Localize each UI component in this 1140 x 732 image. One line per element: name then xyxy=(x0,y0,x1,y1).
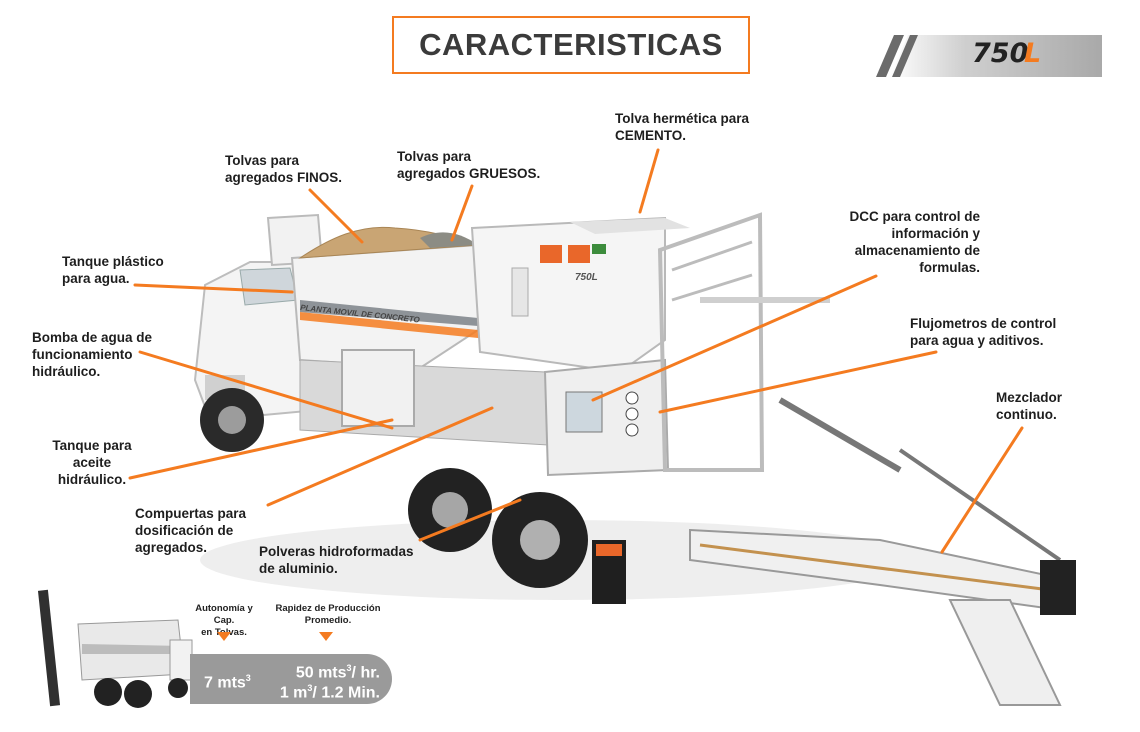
spec-rapidez-value-hr: 50 mts3/ hr. xyxy=(295,663,380,682)
spec-autonomia-arrow xyxy=(217,632,231,641)
callout-compuertas: Compuertas para dosificación de agregado… xyxy=(135,506,247,555)
model-number: 750 xyxy=(972,38,1029,69)
callout-flujometros: Flujometros de control para agua y aditi… xyxy=(910,316,1057,348)
callout-tolvas-gruesos: Tolvas para agregados GRUESOS. xyxy=(397,149,541,181)
callout-tanque-agua: Tanque plástico para agua. xyxy=(62,254,164,286)
truck-model-tag: 750L xyxy=(575,272,598,283)
callout-tolva-cemento: Tolva hermética para CEMENTO. xyxy=(615,111,750,143)
callout-dcc: DCC para control de información y almace… xyxy=(849,209,980,275)
callout-tanque-aceite: Tanque para aceite hidráulico. xyxy=(52,438,132,487)
spec-rapidez-arrow xyxy=(319,632,333,641)
callout-tolvas-finos: Tolvas para agregados FINOS. xyxy=(225,153,343,185)
mini-truck-image xyxy=(38,589,193,708)
spec-autonomia-value: 7 mts3 xyxy=(204,673,251,692)
callout-polveras: Polveras hidroformadas de aluminio. xyxy=(259,544,414,576)
callout-bomba-agua: Bomba de agua de funcionamiento hidráuli… xyxy=(32,330,153,379)
model-badge xyxy=(876,35,1102,77)
spec-strip xyxy=(190,654,392,704)
spec-rapidez-value-min: 1 m3/ 1.2 Min. xyxy=(279,683,380,702)
title-box: CARACTERISTICAS xyxy=(392,16,750,74)
spec-rapidez-label: Rapidez de Producción Promedio. xyxy=(275,603,381,626)
model-suffix: L xyxy=(1024,38,1042,69)
page-title: CARACTERISTICAS xyxy=(419,27,723,62)
callout-mezclador: Mezclador continuo. xyxy=(996,390,1063,422)
